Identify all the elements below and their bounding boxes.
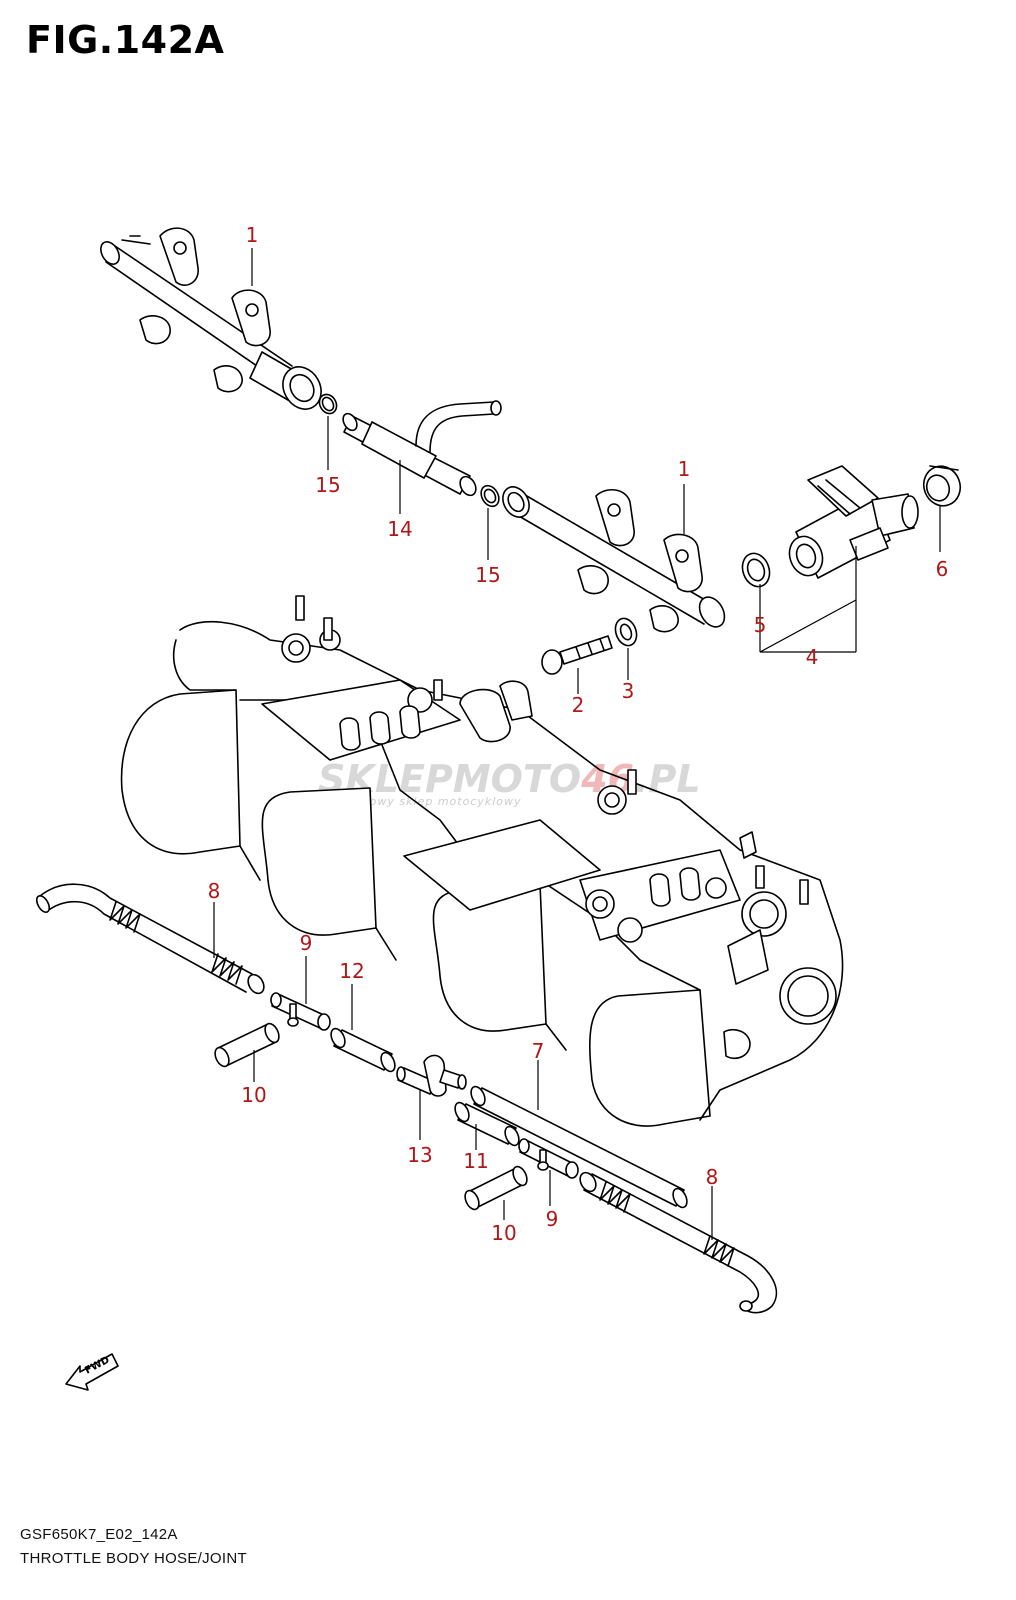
t-joint-9a	[270, 992, 331, 1031]
figure-caption: THROTTLE BODY HOSE/JOINT	[20, 1550, 247, 1567]
o-ring-15b	[480, 484, 500, 508]
hose-10b	[464, 1165, 528, 1211]
callout-7: 7	[532, 1039, 545, 1063]
callout-10-upper: 10	[241, 1083, 266, 1107]
joint-13	[396, 1054, 467, 1097]
figure-title: FIG.142A	[26, 18, 225, 62]
callout-14: 14	[387, 517, 412, 541]
figure-code: GSF650K7_E02_142A	[20, 1526, 178, 1543]
callout-15-upper: 15	[315, 473, 340, 497]
hose-12	[330, 1027, 396, 1073]
hose-8a	[35, 883, 265, 995]
callout-9-lower: 9	[546, 1207, 559, 1231]
callout-1-lower: 1	[678, 457, 691, 481]
fuel-rail-lower	[502, 486, 726, 633]
o-ring-15a	[318, 393, 338, 415]
hose-8b	[579, 1171, 778, 1314]
hose-11	[454, 1101, 520, 1147]
throttle-body-assembly	[120, 595, 844, 1127]
callout-8-upper: 8	[208, 879, 221, 903]
seal-5	[741, 552, 771, 588]
injector-4	[788, 465, 919, 579]
hose-10a	[214, 1022, 280, 1068]
hose-7	[470, 1085, 688, 1209]
callout-2: 2	[572, 693, 585, 717]
callout-11: 11	[463, 1149, 488, 1173]
callout-12: 12	[339, 959, 364, 983]
fuel-rail-upper	[100, 227, 322, 410]
callout-9-upper: 9	[300, 931, 313, 955]
callout-6: 6	[936, 557, 949, 581]
t-joint-9b	[518, 1138, 579, 1179]
callout-15-lower: 15	[475, 563, 500, 587]
watermark-suffix: .PL	[634, 757, 701, 801]
callout-1-upper: 1	[246, 223, 259, 247]
joint-pipe-14	[342, 400, 502, 497]
cushion-6	[922, 465, 962, 507]
leader-lines	[213, 248, 941, 1240]
watermark: SKLEPMOTO46.PL internetowy sklep motocyk…	[318, 757, 701, 808]
callout-10-lower: 10	[491, 1221, 516, 1245]
bolt-2	[541, 635, 613, 675]
callout-13: 13	[407, 1143, 432, 1167]
callouts: 1 15 14 15 1 6 5 4 2 3 8 9 12 10 7 13 11…	[208, 223, 949, 1245]
callout-4: 4	[806, 645, 819, 669]
callout-8-lower: 8	[706, 1165, 719, 1189]
washer-3	[614, 617, 638, 647]
callout-5: 5	[754, 613, 767, 637]
fwd-arrow-icon: FWD	[65, 1353, 119, 1391]
callout-3: 3	[622, 679, 635, 703]
